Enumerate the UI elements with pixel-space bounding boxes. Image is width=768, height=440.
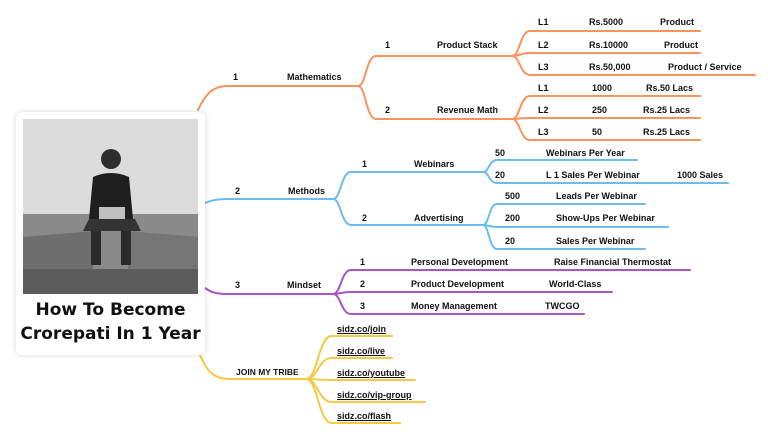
- product-l2-type: Product: [664, 40, 699, 50]
- central-topic-card: How To Become Crorepati In 1 Year: [16, 112, 205, 355]
- methods-connectors: [204, 159, 729, 250]
- webinars-number: 1: [362, 159, 368, 169]
- mindset-number: 3: [235, 280, 241, 290]
- link-youtube[interactable]: sidz.co/youtube: [337, 368, 406, 378]
- personal-dev-number: 1: [360, 257, 366, 267]
- product-l2-price: Rs.10000: [589, 40, 629, 50]
- personal-dev-label: Personal Development: [411, 257, 509, 267]
- central-title-line-1: How To Become: [35, 300, 186, 320]
- webinars-per-year-text: Webinars Per Year: [546, 148, 625, 158]
- revenue-math-number: 2: [385, 105, 391, 115]
- l1-sales-value: 20: [495, 170, 506, 180]
- product-dev-detail: World-Class: [549, 279, 602, 289]
- revenue-l1-level: L1: [538, 83, 549, 93]
- product-l3-price: Rs.50,000: [589, 62, 631, 72]
- product-stack-number: 1: [385, 40, 391, 50]
- mathematics-label: Mathematics: [287, 72, 342, 82]
- webinars-per-year-value: 50: [495, 148, 506, 158]
- central-title-line-2: Crorepati In 1 Year: [20, 324, 201, 344]
- advertising-number: 2: [362, 213, 368, 223]
- link-vip-group[interactable]: sidz.co/vip-group: [337, 390, 412, 400]
- revenue-l3-amount: Rs.25 Lacs: [643, 127, 691, 137]
- l1-sales-extra: 1000 Sales: [677, 170, 724, 180]
- leads-text: Leads Per Webinar: [556, 191, 637, 201]
- person-photo: [23, 119, 198, 294]
- product-l3-type: Product / Service: [668, 62, 742, 72]
- revenue-l2-level: L2: [538, 105, 549, 115]
- money-mgmt-detail: TWCGO: [545, 301, 580, 311]
- l1-sales-text: L 1 Sales Per Webinar: [546, 170, 640, 180]
- product-stack-label: Product Stack: [437, 40, 498, 50]
- sales-per-webinar-text: Sales Per Webinar: [556, 236, 635, 246]
- mathematics-number: 1: [233, 72, 239, 82]
- sales-per-webinar-value: 20: [505, 236, 516, 246]
- product-l3-level: L3: [538, 62, 549, 72]
- tribe-label: JOIN MY TRIBE: [236, 367, 299, 377]
- money-mgmt-number: 3: [360, 301, 366, 311]
- revenue-l1-count: 1000: [592, 83, 613, 93]
- revenue-l3-count: 50: [592, 127, 603, 137]
- mindset-connectors: [204, 269, 691, 315]
- money-mgmt-label: Money Management: [411, 301, 498, 311]
- webinars-label: Webinars: [414, 159, 455, 169]
- mathematics-connectors: [197, 30, 756, 141]
- product-dev-label: Product Development: [411, 279, 505, 289]
- showups-text: Show-Ups Per Webinar: [556, 213, 655, 223]
- leads-value: 500: [505, 191, 521, 201]
- product-l1-level: L1: [538, 17, 549, 27]
- product-dev-number: 2: [360, 279, 366, 289]
- revenue-l2-amount: Rs.25 Lacs: [643, 105, 691, 115]
- product-l2-level: L2: [538, 40, 549, 50]
- revenue-l3-level: L3: [538, 127, 549, 137]
- link-join[interactable]: sidz.co/join: [337, 324, 387, 334]
- link-flash[interactable]: sidz.co/flash: [337, 411, 392, 421]
- showups-value: 200: [505, 213, 521, 223]
- personal-dev-detail: Raise Financial Thermostat: [554, 257, 672, 267]
- revenue-l1-amount: Rs.50 Lacs: [646, 83, 694, 93]
- product-l1-type: Product: [660, 17, 695, 27]
- link-live[interactable]: sidz.co/live: [337, 346, 386, 356]
- central-topic-title: How To Become Crorepati In 1 Year: [16, 298, 205, 346]
- methods-label: Methods: [288, 186, 325, 196]
- product-l1-price: Rs.5000: [589, 17, 624, 27]
- tribe-connectors: [199, 335, 426, 424]
- mindset-label: Mindset: [287, 280, 322, 290]
- revenue-l2-count: 250: [592, 105, 608, 115]
- advertising-label: Advertising: [414, 213, 464, 223]
- revenue-math-label: Revenue Math: [437, 105, 499, 115]
- methods-number: 2: [235, 186, 241, 196]
